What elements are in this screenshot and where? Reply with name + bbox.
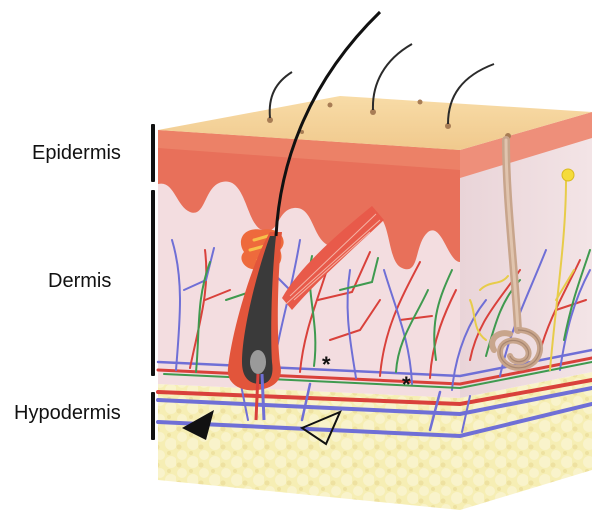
dermal-papilla (250, 350, 266, 374)
asterisk-marker-2: * (402, 372, 411, 397)
asterisk-marker-1: * (322, 352, 331, 377)
nerve-ending-bulb (562, 169, 574, 181)
